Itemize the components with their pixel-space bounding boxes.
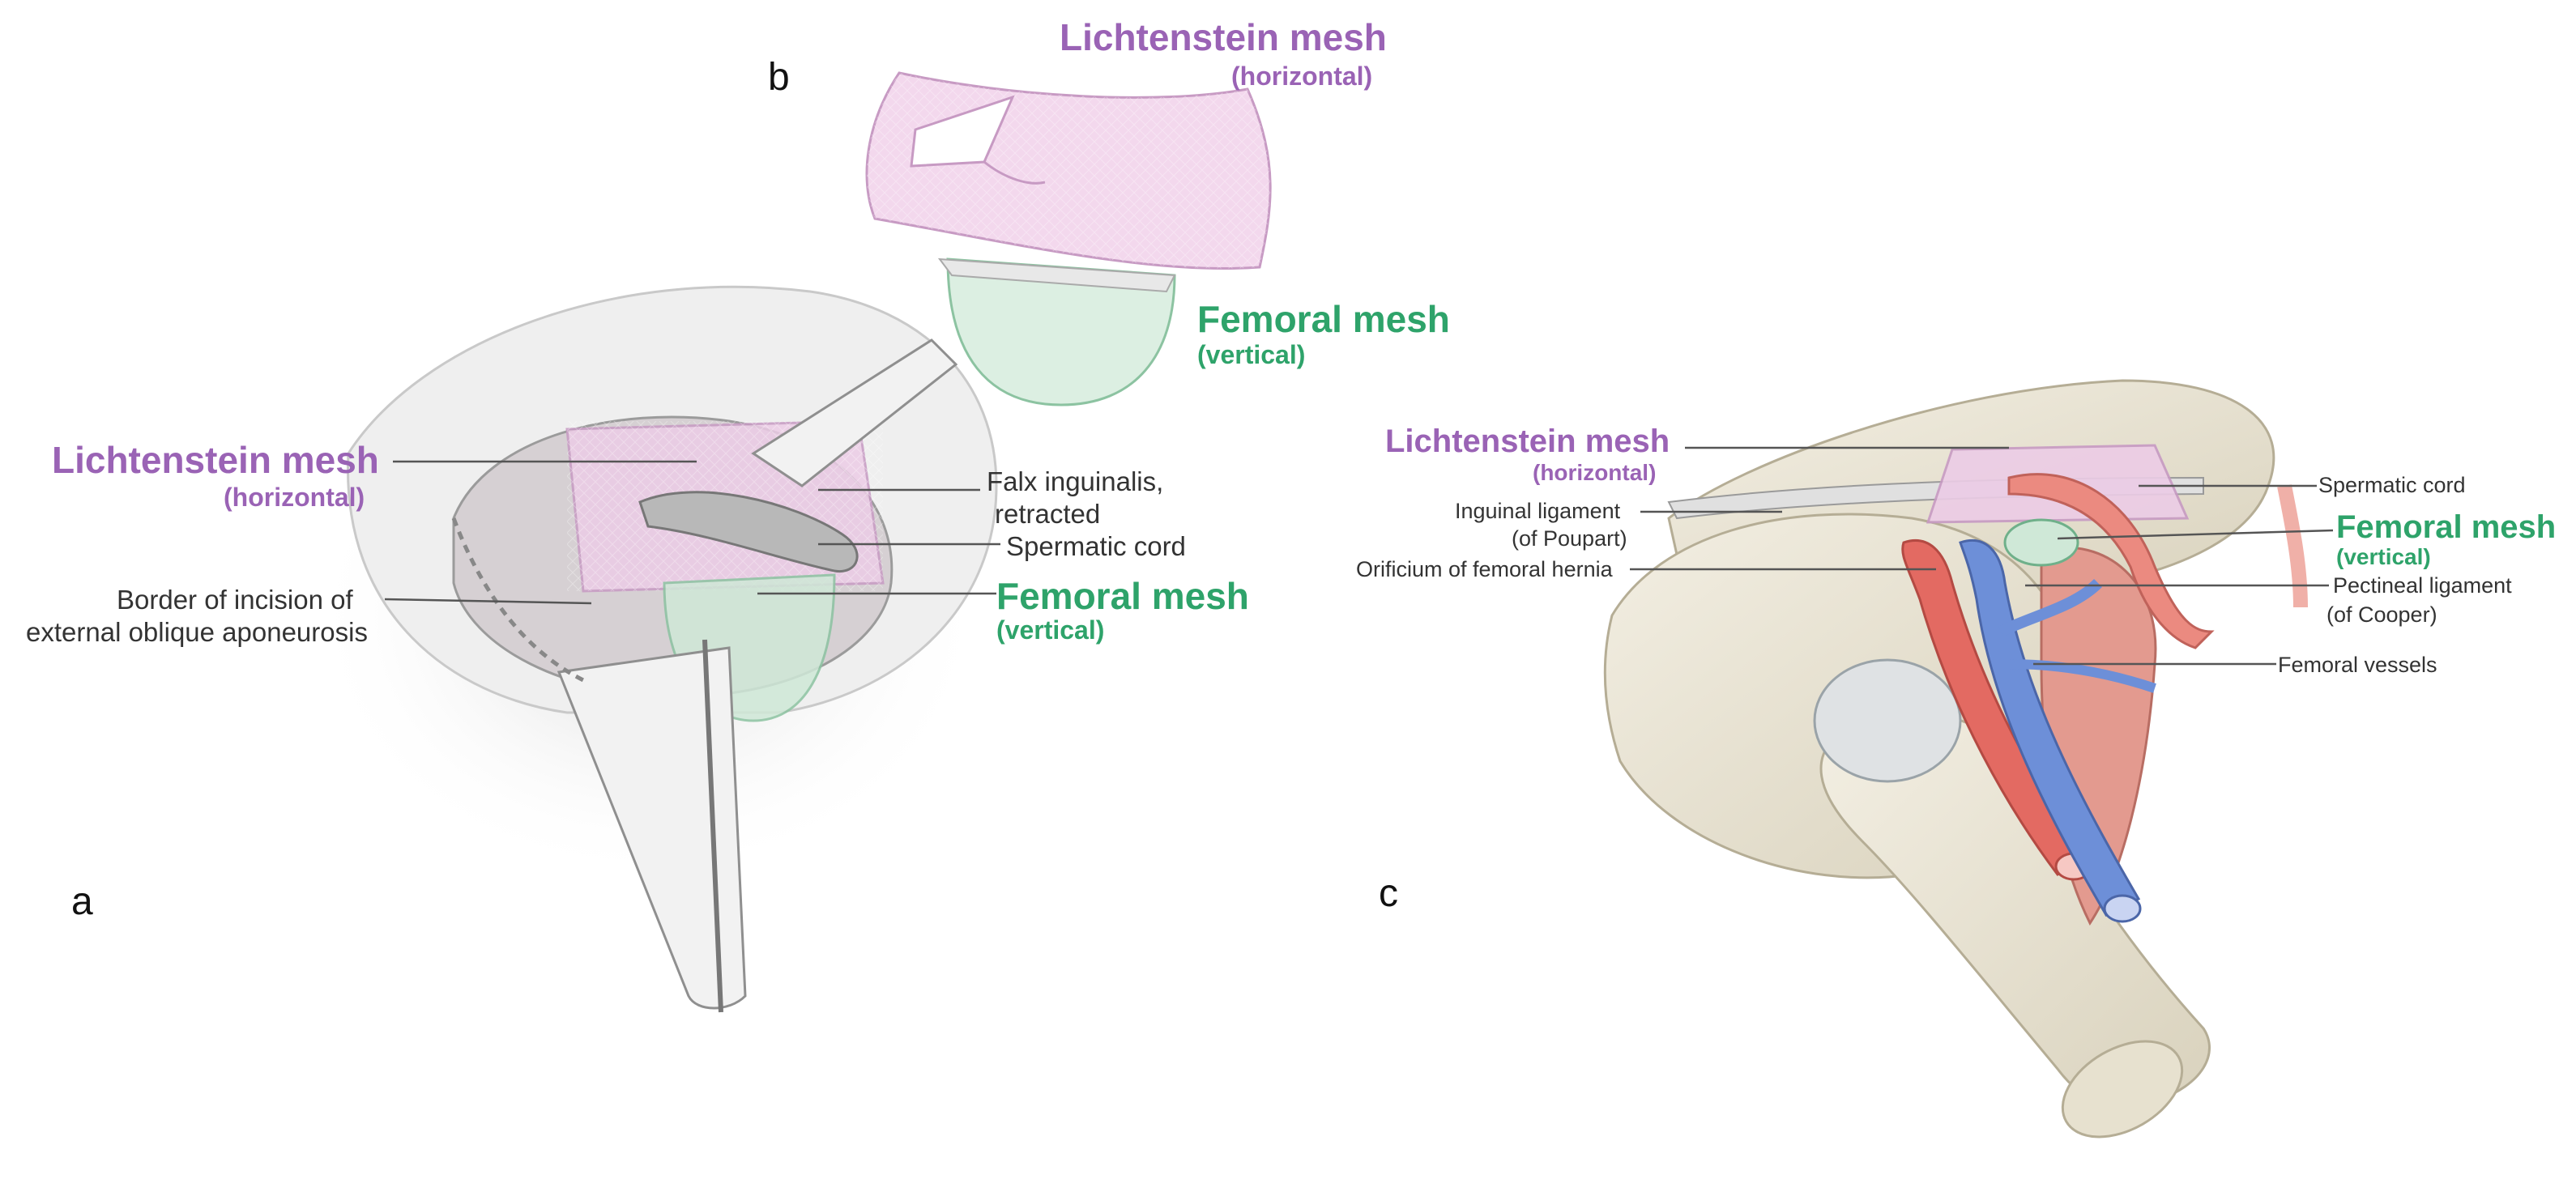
panel-a-femoral-sub: (vertical): [996, 615, 1105, 645]
panel-a-femoral-title: Femoral mesh: [996, 575, 1249, 617]
panel-b-femoral-title: Femoral mesh: [1197, 298, 1450, 340]
panel-c-pectineal-line1: Pectineal ligament: [2333, 573, 2512, 598]
retractor-lower: [557, 646, 747, 1010]
panel-c-pectineal-line2: (of Cooper): [2327, 602, 2437, 627]
panel-c-inguinal-line2: (of Poupart): [1512, 526, 1627, 551]
femoral-mesh-c: [2003, 518, 2079, 567]
panel-label-a: a: [71, 880, 93, 923]
panel-label-b: b: [768, 56, 790, 99]
panel-c-inguinal-line1: Inguinal ligament: [1455, 499, 1621, 523]
panel-b-femoral-sub: (vertical): [1197, 340, 1306, 369]
femoral-mesh-b: [946, 258, 1176, 406]
panel-c-femoral-title: Femoral mesh: [2336, 509, 2557, 545]
panel-c-illustration: [1603, 379, 2308, 1139]
panel-b-illustration: [865, 71, 1272, 406]
panel-c-lichtenstein-title: Lichtenstein mesh: [1385, 424, 1670, 459]
panel-a-falx-line1: Falx inguinalis,: [987, 466, 1164, 496]
panel-label-c: c: [1379, 872, 1398, 915]
panel-a-leaders: [384, 460, 1000, 605]
panel-a-falx-line2: retracted: [995, 499, 1101, 529]
panel-c-femoral-vessels: Femoral vessels: [2278, 653, 2437, 677]
panel-c-orificium: Orificium of femoral hernia: [1356, 557, 1613, 581]
panel-c-leaders: [1630, 446, 2334, 666]
panel-c-lichtenstein-sub: (horizontal): [1533, 460, 1657, 485]
panel-c-spermatic-cord: Spermatic cord: [2318, 473, 2466, 497]
panel-c-femoral-sub: (vertical): [2336, 544, 2431, 569]
spermatic-cord-c: [2007, 473, 2215, 649]
panel-a-illustration: [308, 285, 998, 1013]
panel-b-lichtenstein-title: Lichtenstein mesh: [1060, 16, 1387, 58]
spermatic-cord-a: [638, 491, 859, 572]
panel-a-lichtenstein-title: Lichtenstein mesh: [52, 439, 379, 481]
panel-a-lichtenstein-sub: (horizontal): [224, 483, 365, 512]
panel-b-lichtenstein-sub: (horizontal): [1231, 62, 1373, 91]
retractor-upper: [751, 338, 958, 487]
panel-a-border-line2: external oblique aponeurosis: [26, 617, 368, 647]
panel-a-spermatic-cord: Spermatic cord: [1006, 531, 1186, 561]
panel-a-border-line1: Border of incision of: [117, 585, 353, 615]
